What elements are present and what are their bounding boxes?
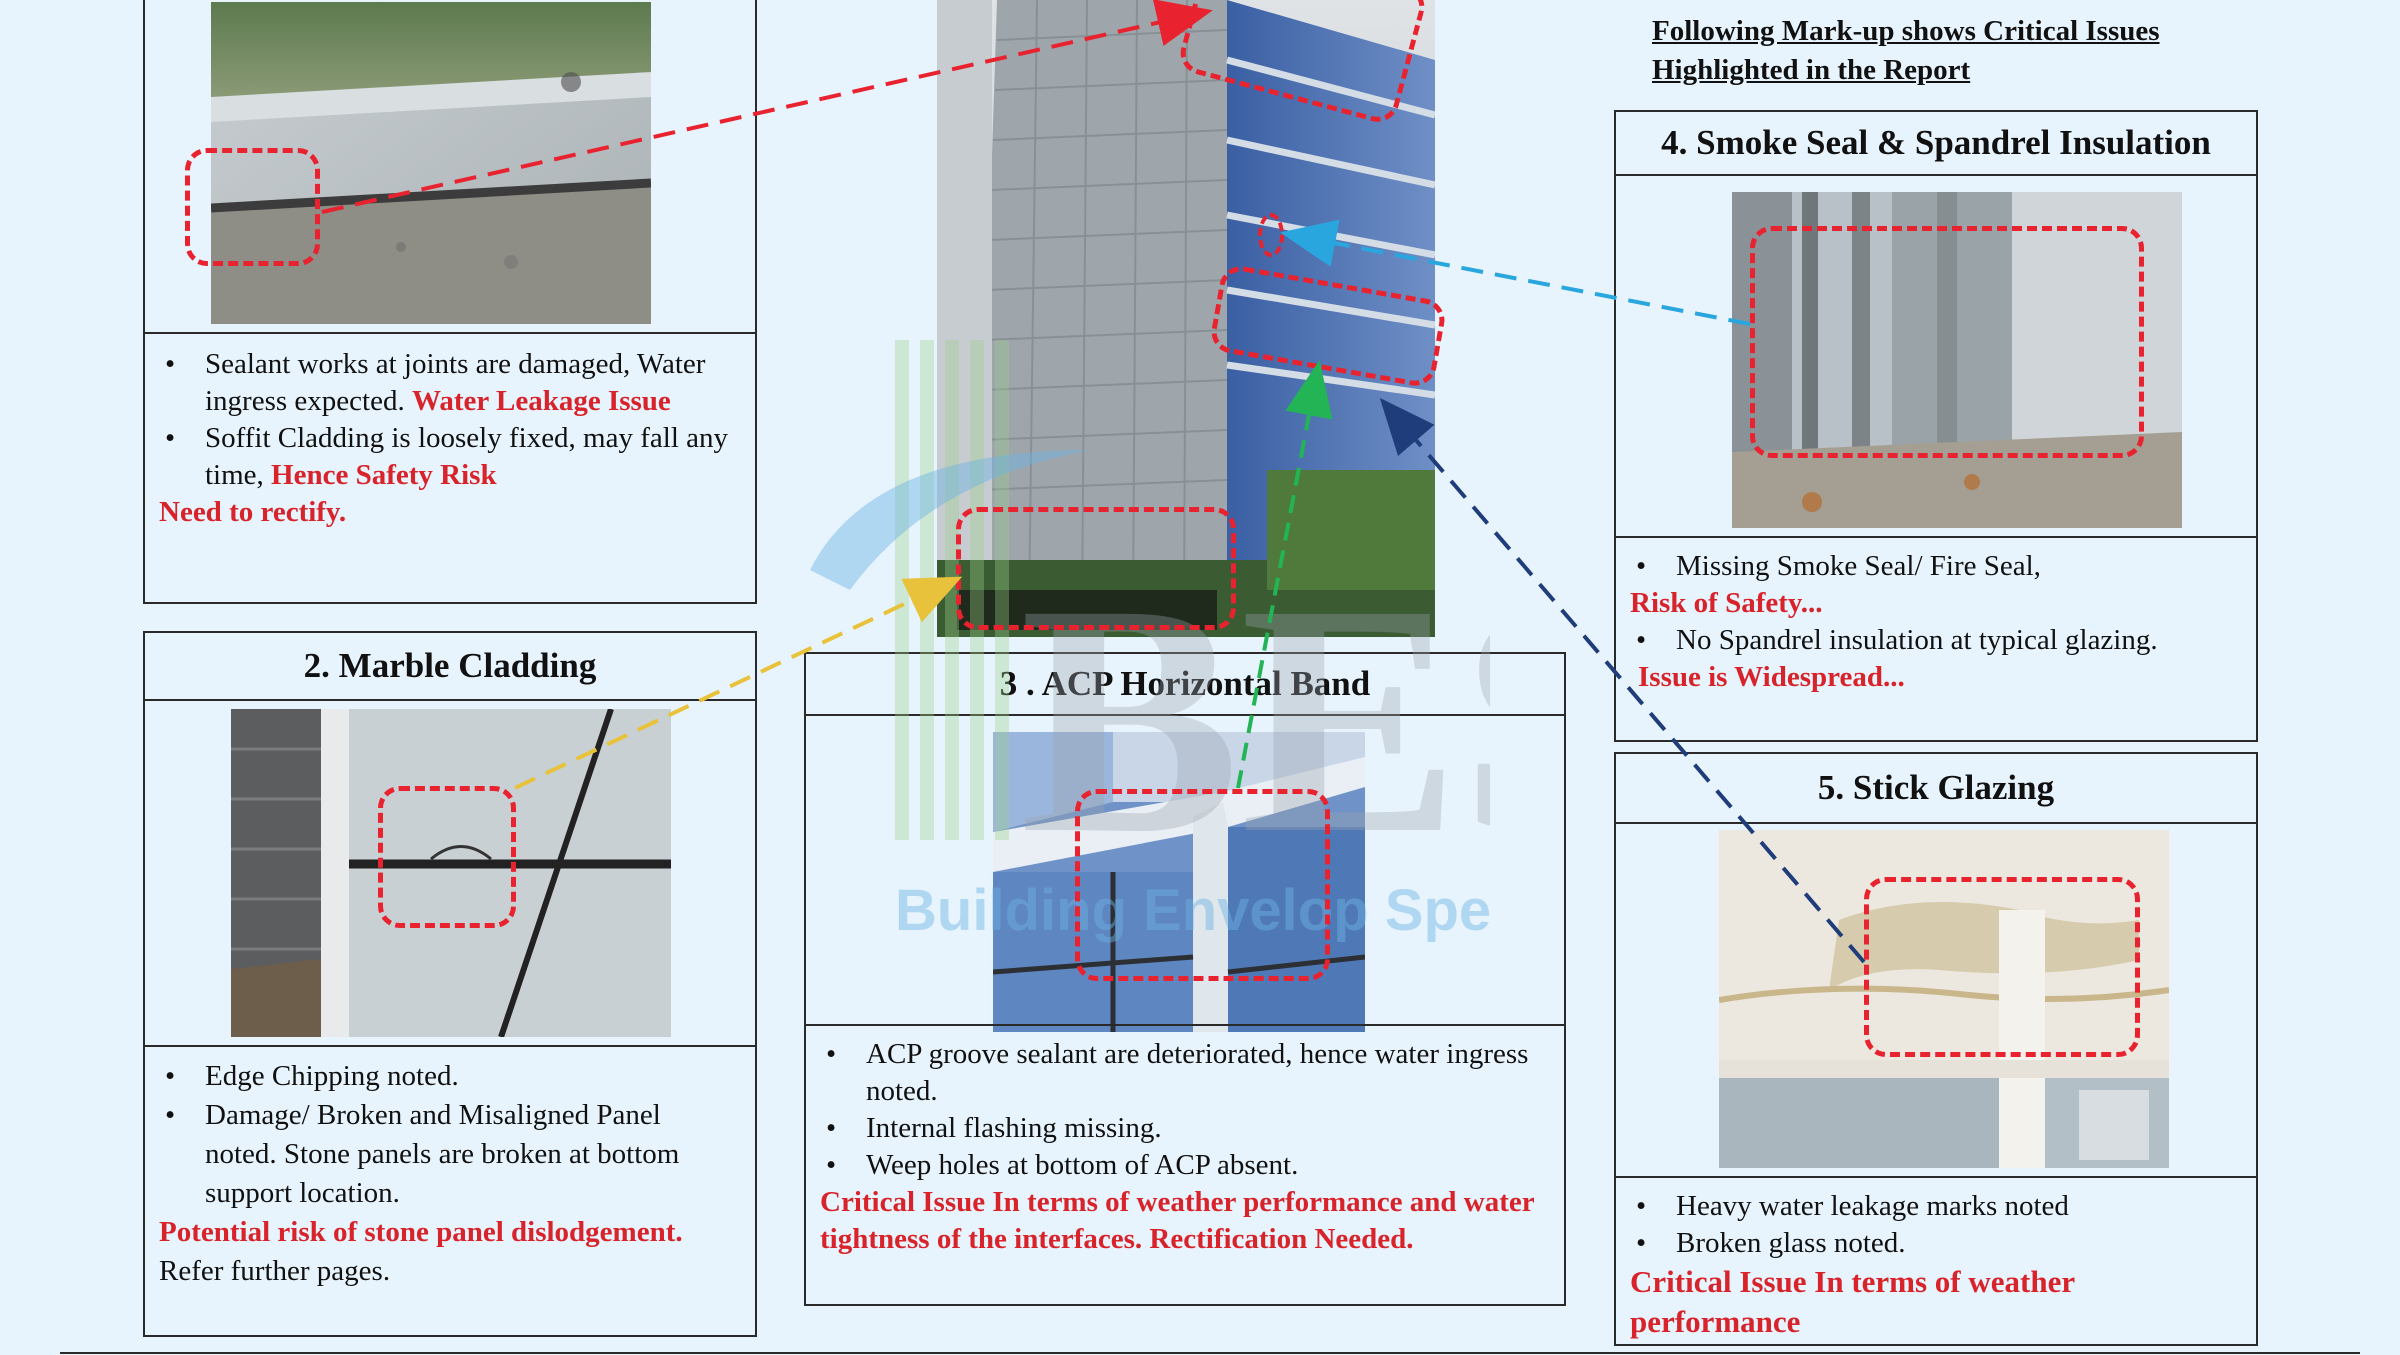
panel3-bullet-3: Weep holes at bottom of ACP absent. xyxy=(820,1147,1540,1184)
panel2-risk: Potential risk of stone panel dislodgeme… xyxy=(159,1216,683,1248)
panel4-widespread: Issue is Widespread... xyxy=(1638,661,1905,693)
panel3-divider xyxy=(806,1024,1564,1026)
panel3-notes: ACP groove sealant are deteriorated, hen… xyxy=(820,1036,1540,1258)
stick-glazing-photo xyxy=(1719,830,2169,1168)
markup-building-base xyxy=(956,507,1236,630)
panel5-bullet-1: Heavy water leakage marks noted xyxy=(1630,1188,2240,1225)
markup-building-seal-spot xyxy=(1258,213,1284,257)
markup-smoke-seal xyxy=(1750,226,2144,458)
stick-glazing-photo-image xyxy=(1719,830,2169,1168)
acp-photo xyxy=(993,732,1365,1032)
header-line-2: Highlighted in the Report xyxy=(1652,54,1971,86)
panel5-bullet-2: Broken glass noted. xyxy=(1630,1225,2240,1262)
panel4-bullet-2: No Spandrel insulation at typical glazin… xyxy=(1630,622,2240,659)
panel5-title: 5. Stick Glazing xyxy=(1616,754,2256,824)
panel5-notes: Heavy water leakage marks noted Broken g… xyxy=(1630,1188,2240,1342)
panel3-title: 3 . ACP Horizontal Band xyxy=(806,654,1564,716)
panel1-bullet-2: Soffit Cladding is loosely fixed, may fa… xyxy=(159,420,729,494)
panel3-bullet-2: Internal flashing missing. xyxy=(820,1110,1540,1147)
panel5-critical: Critical Issue In terms of weather perfo… xyxy=(1630,1264,2075,1339)
panel3-bullet-1: ACP groove sealant are deteriorated, hen… xyxy=(820,1036,1540,1110)
panel1-divider xyxy=(145,332,755,334)
panel4-title: 4. Smoke Seal & Spandrel Insulation xyxy=(1616,112,2256,176)
panel4-divider xyxy=(1616,536,2256,538)
panel5-divider xyxy=(1616,1176,2256,1178)
panel1-note: Need to rectify. xyxy=(159,496,347,528)
panel2-bullet-1: Edge Chipping noted. xyxy=(159,1057,739,1096)
panel3-critical: Critical Issue In terms of weather perfo… xyxy=(820,1186,1535,1255)
panel2-notes: Edge Chipping noted. Damage/ Broken and … xyxy=(159,1057,739,1291)
page-bottom-rule xyxy=(60,1352,2360,1354)
acp-photo-image xyxy=(993,732,1365,1032)
markup-acp-groove xyxy=(1075,789,1330,981)
panel2-divider xyxy=(145,1045,755,1047)
panel-marble-cladding: 2. Marble Cladding Edge Chipping noted. … xyxy=(143,631,757,1337)
panel2-refer: Refer further pages. xyxy=(159,1255,391,1287)
panel4-notes: Missing Smoke Seal/ Fire Seal, Risk of S… xyxy=(1630,548,2240,696)
panel2-title: 2. Marble Cladding xyxy=(145,633,755,701)
panel4-risk: Risk of Safety... xyxy=(1630,587,1823,619)
header-line-1: Following Mark-up shows Critical Issues xyxy=(1652,15,2160,47)
panel1-notes: Sealant works at joints are damaged, Wat… xyxy=(159,346,729,531)
markup-stick-glazing xyxy=(1864,877,2140,1057)
panel-sealant-soffit: Sealant works at joints are damaged, Wat… xyxy=(143,0,757,604)
header-note: Following Mark-up shows Critical Issues … xyxy=(1652,12,2352,90)
markup-soffit-joint xyxy=(185,148,320,266)
markup-marble-crack xyxy=(378,786,516,928)
panel1-bullet-1: Sealant works at joints are damaged, Wat… xyxy=(159,346,729,420)
panel2-bullet-2: Damage/ Broken and Misaligned Panel note… xyxy=(159,1096,739,1213)
panel4-bullet-1: Missing Smoke Seal/ Fire Seal, xyxy=(1630,548,2240,585)
